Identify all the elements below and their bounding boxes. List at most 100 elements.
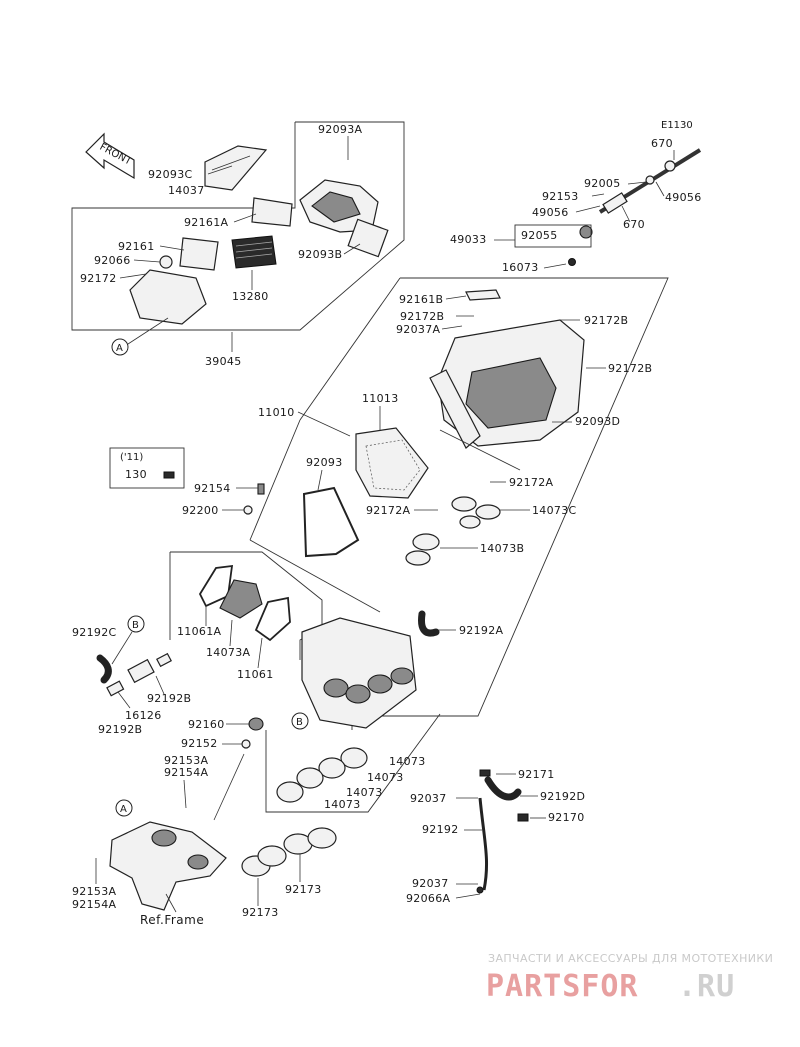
breather-hose-92192 <box>476 797 489 894</box>
label-92170: 92170 <box>548 811 585 824</box>
label-49056-left: 49056 <box>532 206 569 219</box>
label-92055: 92055 <box>521 229 558 242</box>
label-92093b: 92093B <box>298 248 342 261</box>
label-92161a: 92161A <box>184 216 228 229</box>
label-92153: 92153 <box>542 190 579 203</box>
filter-92161a <box>251 197 293 227</box>
label-92172a-left: 92172A <box>366 504 410 517</box>
injector-rail <box>568 148 702 266</box>
label-92093a: 92093A <box>318 123 362 136</box>
label-92192b-left: 92192B <box>98 723 142 736</box>
lower-housing <box>301 617 417 729</box>
clamps-92173 <box>241 827 337 877</box>
svg-text:B: B <box>296 717 303 728</box>
label-92153a-top: 92153A <box>164 754 208 767</box>
year-box-label: ('11) <box>120 452 143 463</box>
callout-b-left: B <box>111 615 145 665</box>
label-92161: 92161 <box>118 240 155 253</box>
boots-14073-frame <box>265 713 441 813</box>
upper-housing <box>429 319 585 471</box>
label-14073-2: 14073 <box>367 771 404 784</box>
label-92154: 92154 <box>194 482 231 495</box>
bracket-92161b <box>465 289 501 301</box>
label-92093c: 92093C <box>148 168 192 181</box>
label-92172a-right: 92172A <box>509 476 553 489</box>
duct-14073a <box>219 579 263 619</box>
label-92172: 92172 <box>80 272 117 285</box>
throttle-boot-14073c <box>451 496 501 529</box>
label-92093: 92093 <box>306 456 343 469</box>
bolt-92154 <box>257 483 265 495</box>
year-box: ('11) <box>109 447 185 489</box>
label-92192b-right: 92192B <box>147 692 191 705</box>
collar-92152 <box>241 739 251 749</box>
boots-14073 <box>276 747 368 803</box>
label-14037: 14037 <box>168 184 205 197</box>
clamp-92171 <box>479 769 491 777</box>
label-16126: 16126 <box>125 709 162 722</box>
label-92171: 92171 <box>518 768 555 781</box>
label-92173-left: 92173 <box>242 906 279 919</box>
label-92154a-bottom: 92154A <box>72 898 116 911</box>
label-92066a: 92066A <box>406 892 450 905</box>
label-14073a: 14073A <box>206 646 250 659</box>
watermark-tagline: ЗАПЧАСТИ И АКСЕССУАРЫ ДЛЯ МОТОТЕХНИКИ <box>488 952 773 965</box>
gasket-92093 <box>302 486 360 558</box>
svg-text:A: A <box>116 343 123 354</box>
case-39045 <box>129 255 207 325</box>
label-49056-right: 49056 <box>665 191 702 204</box>
grommet-92160 <box>248 717 264 731</box>
label-92161b: 92161B <box>399 293 443 306</box>
label-49033: 49033 <box>450 233 487 246</box>
label-92037a: 92037A <box>396 323 440 336</box>
label-92172b-left: 92172B <box>400 310 444 323</box>
label-92093d: 92093D <box>575 415 620 428</box>
svg-text:A: A <box>120 804 127 815</box>
leader-lines <box>95 136 675 913</box>
valve-16126 <box>106 652 172 697</box>
label-92005: 92005 <box>584 177 621 190</box>
label-92192: 92192 <box>422 823 459 836</box>
label-92037-top: 92037 <box>410 792 447 805</box>
filter-92161 <box>179 237 219 271</box>
watermark: ЗАПЧАСТИ И АКСЕССУАРЫ ДЛЯ МОТОТЕХНИКИ PA… <box>486 952 773 1004</box>
cover-92093a-assembly <box>299 179 379 233</box>
duct-11061 <box>254 596 291 642</box>
hose-92192c <box>96 654 112 684</box>
label-11010: 11010 <box>258 406 295 419</box>
resonator-frame <box>169 551 323 660</box>
box-49033 <box>514 224 592 248</box>
throttle-boot-14073b <box>405 533 440 566</box>
watermark-brand-ext: .RU <box>678 969 735 1004</box>
label-14073b: 14073B <box>480 542 524 555</box>
label-92154a-top: 92154A <box>164 766 208 779</box>
label-92192d: 92192D <box>540 790 585 803</box>
hose-92192a <box>418 610 440 637</box>
label-92172b-right: 92172B <box>584 314 628 327</box>
label-11061a: 11061A <box>177 625 221 638</box>
ref-frame-label: Ref.Frame <box>140 913 204 927</box>
label-670-bottom: 670 <box>623 218 645 231</box>
frame-ref <box>109 821 227 911</box>
gasket-92093b <box>347 218 389 258</box>
duct-11061a <box>198 564 234 608</box>
label-92192a: 92192A <box>459 624 503 637</box>
label-39045: 39045 <box>205 355 242 368</box>
callout-a-top: A <box>111 317 169 356</box>
label-92173-right: 92173 <box>285 883 322 896</box>
label-92152: 92152 <box>181 737 218 750</box>
part-labels: 92093A 92093C 14037 92161A 92161 92066 9… <box>72 123 702 927</box>
label-16073: 16073 <box>502 261 539 274</box>
label-130: 130 <box>125 468 147 481</box>
element-13280 <box>231 235 277 269</box>
label-92153a-bottom: 92153A <box>72 885 116 898</box>
washer-92200 <box>243 505 253 515</box>
label-14073-3: 14073 <box>346 786 383 799</box>
label-92037-bottom: 92037 <box>412 877 449 890</box>
clamp-92170 <box>517 813 529 822</box>
diagram-code: E1130 <box>661 120 693 131</box>
label-92172b-lower: 92172B <box>608 362 652 375</box>
duct-14037 <box>204 145 268 191</box>
label-92066: 92066 <box>94 254 131 267</box>
